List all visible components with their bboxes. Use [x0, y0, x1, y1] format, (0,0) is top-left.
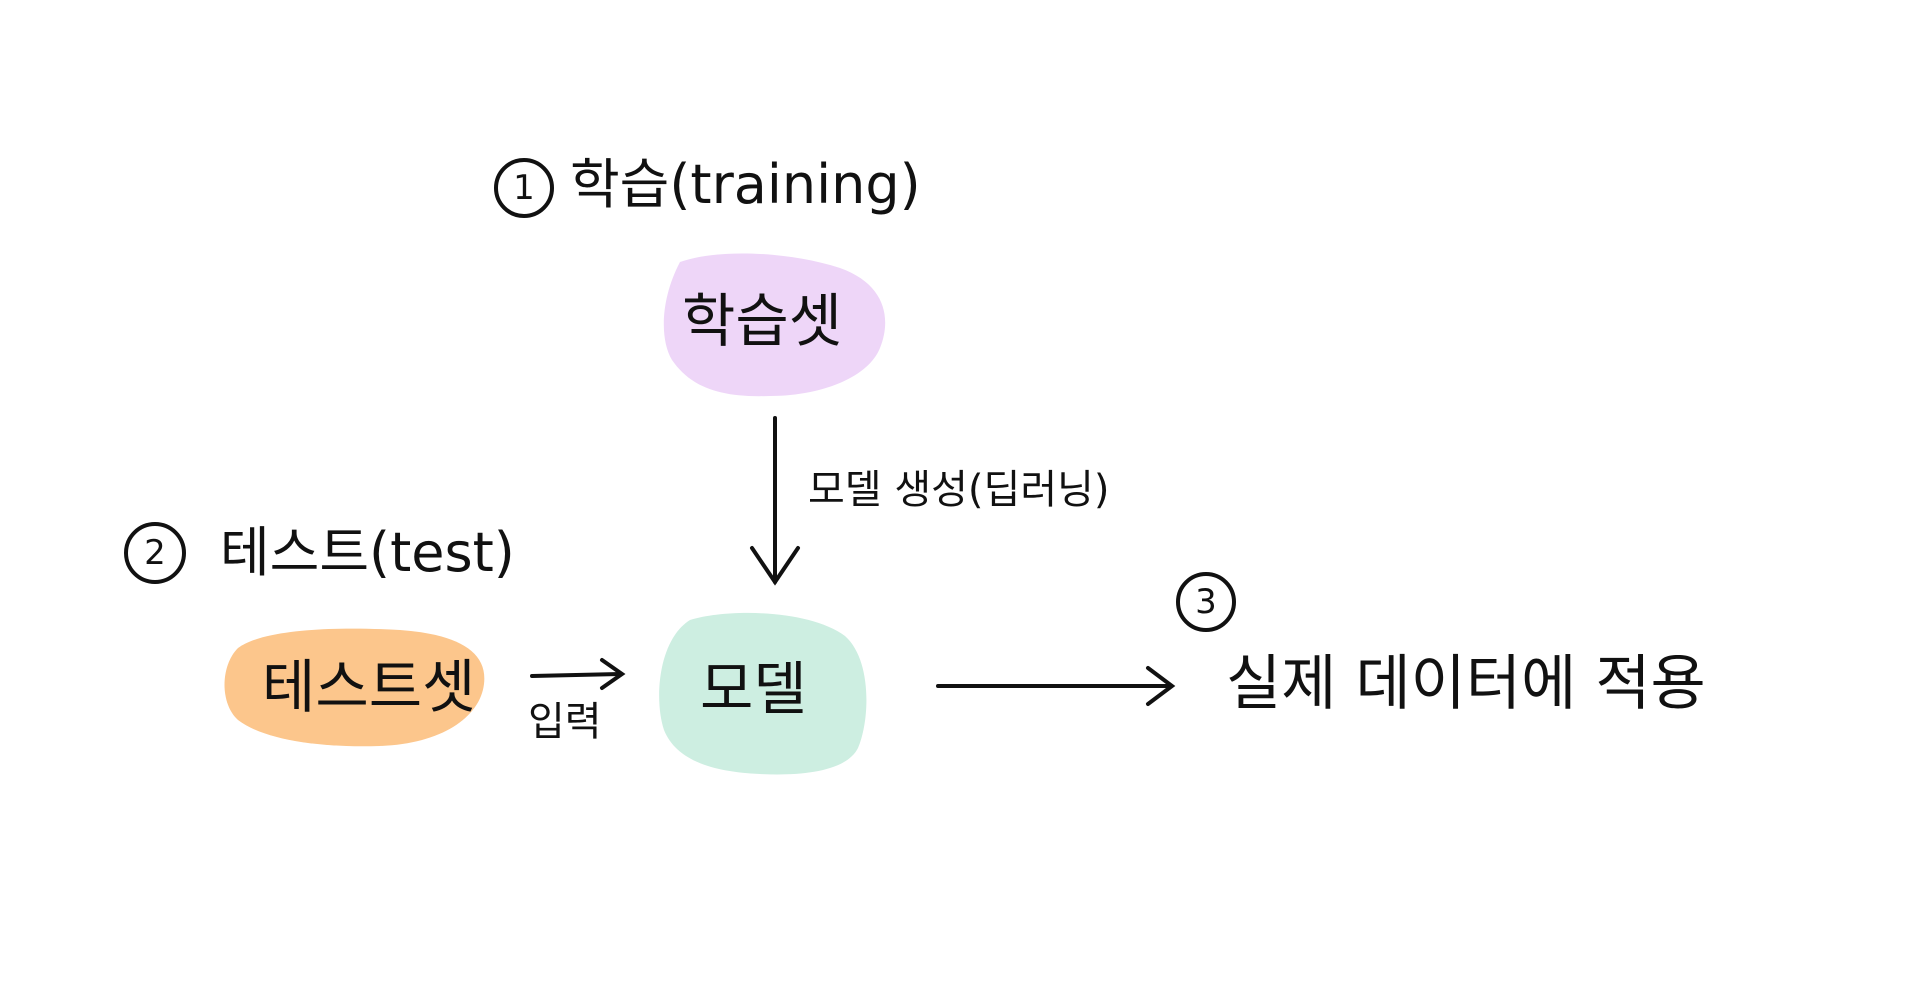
test-set-blob	[224, 628, 485, 747]
model-blob	[659, 612, 867, 775]
training-set-label: 학습셋	[682, 287, 843, 355]
test-set-label: 테스트셋	[262, 653, 476, 721]
training-set-blob	[663, 253, 886, 397]
step-2-heading: 테스트(test)	[220, 521, 515, 584]
step-2-number: 2	[124, 522, 186, 584]
create-model-label: 모델 생성(딥러닝)	[808, 467, 1110, 513]
step-1-heading: 학습(training)	[570, 153, 921, 216]
step-1-number: 1	[494, 158, 554, 218]
step-3-heading: 실제 데이터에 적용	[1226, 649, 1706, 719]
input-arrow	[530, 658, 626, 690]
create-model-arrow	[750, 416, 800, 586]
input-label: 입력	[528, 699, 602, 745]
model-label: 모델	[700, 655, 807, 723]
step-3-number: 3	[1176, 572, 1236, 632]
apply-arrow	[936, 666, 1176, 706]
